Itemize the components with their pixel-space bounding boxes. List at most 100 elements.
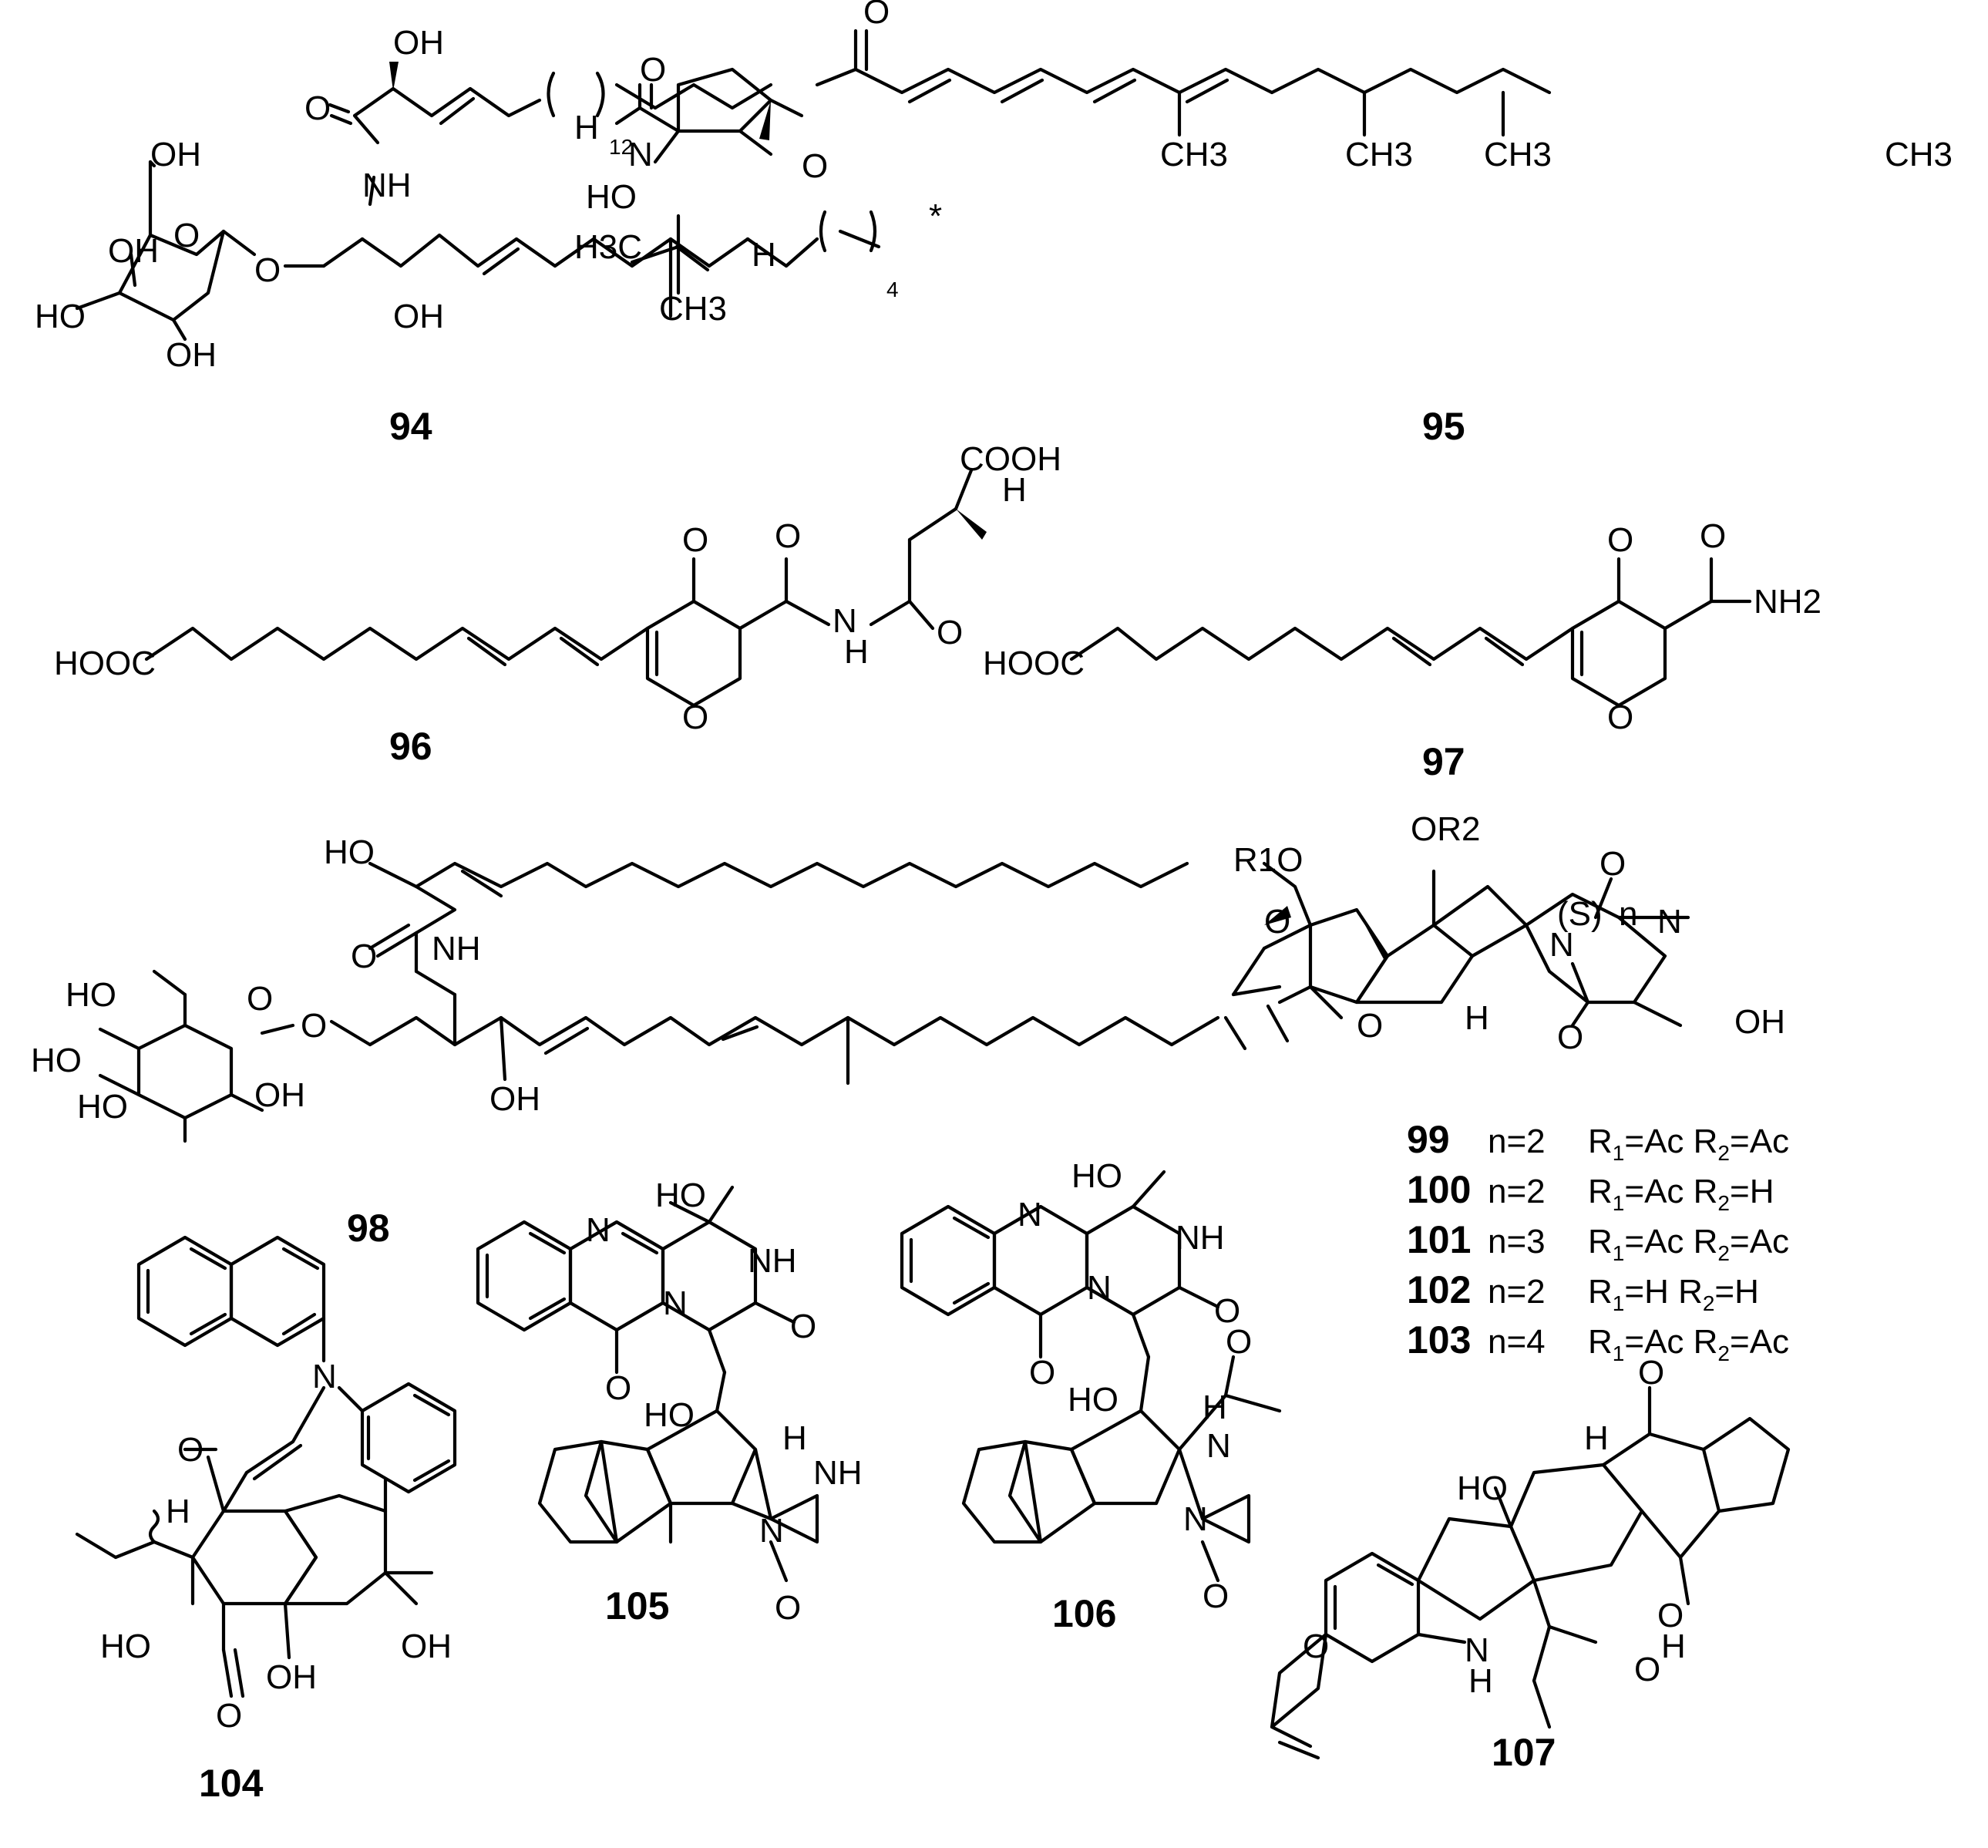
atom-label: H bbox=[1661, 1628, 1686, 1665]
atom-label: * bbox=[929, 197, 942, 235]
atom-label: H bbox=[1465, 999, 1489, 1037]
atom-label: O bbox=[177, 1431, 204, 1469]
atom-label: O bbox=[1029, 1354, 1055, 1392]
table-row: 101 n=3 R1=Ac R2=Ac bbox=[1407, 1218, 1789, 1265]
table-row: 103 n=4 R1=Ac R2=Ac bbox=[1407, 1318, 1789, 1365]
atom-label: CH3 bbox=[1484, 136, 1552, 173]
atom-label: H bbox=[1468, 1662, 1493, 1700]
atom-label: O bbox=[1700, 517, 1726, 555]
compound-label-95: 95 bbox=[1422, 405, 1465, 448]
table-r-values: R1=H R2=H bbox=[1588, 1273, 1759, 1315]
atom-label: HO bbox=[324, 833, 375, 871]
atom-label: O bbox=[775, 517, 801, 555]
atom-label: N bbox=[1087, 1269, 1112, 1307]
compound-label-98: 98 bbox=[347, 1207, 390, 1250]
atom-label: HOOC bbox=[54, 645, 156, 682]
structure-96: HOOC O O O H N O COOH H 96 bbox=[54, 440, 1061, 768]
atom-label: H bbox=[166, 1493, 190, 1530]
table-r-values: R1=Ac R2=Ac bbox=[1588, 1123, 1789, 1165]
repeat-count: 4 bbox=[886, 278, 899, 301]
table-row: 100 n=2 R1=Ac R2=H bbox=[1407, 1168, 1774, 1215]
atom-label: N bbox=[1465, 1631, 1489, 1669]
atom-label: OH bbox=[266, 1658, 317, 1696]
atom-label: HO bbox=[1071, 1157, 1122, 1195]
atom-label: N bbox=[586, 1211, 611, 1249]
table-compound-id: 102 bbox=[1407, 1268, 1471, 1311]
atom-label: HO bbox=[77, 1088, 128, 1126]
atom-label: H bbox=[1203, 1389, 1227, 1426]
atom-label: HOOC bbox=[983, 645, 1085, 682]
atom-label: R1O bbox=[1233, 841, 1303, 879]
atom-label: O bbox=[254, 251, 281, 289]
structure-99-103: R1O OR2 O N N (S) n O O H O OH bbox=[1223, 810, 1785, 1056]
atom-label: O bbox=[863, 0, 890, 31]
atom-label: OH bbox=[489, 1080, 540, 1118]
atom-label: O bbox=[802, 147, 828, 185]
structure-94: OH O NH O O OH OH HO OH OH 12 4 * 94 bbox=[35, 24, 942, 448]
atom-label: O bbox=[682, 698, 708, 736]
atom-label: O bbox=[1638, 1354, 1664, 1392]
table-row: 102 n=2 R1=H R2=H bbox=[1407, 1268, 1759, 1315]
compound-label-105: 105 bbox=[605, 1584, 669, 1628]
structure-106: HO N NH N O O O HO H N N O 106 bbox=[900, 1157, 1282, 1635]
atom-label: H bbox=[1584, 1419, 1609, 1457]
atom-label: H bbox=[844, 633, 869, 671]
structure-97: HOOC O O O NH2 97 bbox=[983, 517, 1821, 783]
atom-label: HO bbox=[31, 1042, 82, 1079]
atom-label: O bbox=[1607, 698, 1633, 736]
atom-label: N bbox=[1018, 1196, 1042, 1234]
table-compound-id: 103 bbox=[1407, 1318, 1471, 1362]
compound-label-97: 97 bbox=[1422, 740, 1465, 783]
atom-label: O bbox=[1226, 1323, 1252, 1361]
compound-label-94: 94 bbox=[389, 405, 432, 448]
atom-label: NH bbox=[748, 1242, 797, 1280]
atom-label: O bbox=[1634, 1651, 1660, 1688]
atom-label: O bbox=[1599, 845, 1626, 883]
atom-label: HO bbox=[655, 1176, 706, 1214]
atom-label: OH bbox=[108, 232, 159, 270]
atom-label: O bbox=[1203, 1577, 1229, 1615]
atom-label: OR2 bbox=[1411, 810, 1480, 848]
atom-label: CH3 bbox=[1345, 136, 1413, 173]
atom-label: H3C bbox=[574, 228, 642, 266]
atom-label: OH bbox=[1734, 1003, 1785, 1041]
atom-label: O bbox=[304, 89, 331, 127]
table-r-values: R1=Ac R2=H bbox=[1588, 1173, 1774, 1215]
atom-label: O bbox=[1214, 1292, 1240, 1330]
substituent-table: 99 n=2 R1=Ac R2=Ac 100 n=2 R1=Ac R2=H 10… bbox=[1407, 1118, 1789, 1365]
compound-label-107: 107 bbox=[1492, 1731, 1556, 1774]
table-r-values: R1=Ac R2=Ac bbox=[1588, 1223, 1789, 1265]
structure-98: HO O NH O O HO HO HO OH OH 98 bbox=[31, 833, 1220, 1250]
atom-label: O bbox=[1264, 903, 1290, 941]
atom-label: N bbox=[1657, 903, 1682, 941]
atom-label: HO bbox=[1068, 1381, 1118, 1419]
atom-label: NH bbox=[432, 930, 481, 968]
atom-label: NH bbox=[1176, 1219, 1225, 1257]
atom-label: CH3 bbox=[659, 290, 727, 328]
atom-label: O bbox=[605, 1369, 631, 1407]
atom-label: H bbox=[1002, 471, 1027, 509]
atom-label: O bbox=[937, 614, 963, 651]
atom-label: O bbox=[301, 1007, 327, 1045]
atom-label: N bbox=[312, 1358, 337, 1395]
atom-label: COOH bbox=[960, 440, 1061, 478]
atom-label: N bbox=[628, 136, 653, 173]
atom-label: CH3 bbox=[1160, 136, 1228, 173]
compound-label-96: 96 bbox=[389, 725, 432, 768]
atom-label: NH2 bbox=[1754, 583, 1821, 621]
atom-label: O bbox=[173, 217, 200, 254]
repeat-count: 12 bbox=[609, 135, 633, 159]
atom-label: N bbox=[759, 1512, 784, 1550]
atom-label: O bbox=[640, 51, 666, 89]
atom-label: OH bbox=[393, 24, 444, 62]
atom-label: H bbox=[782, 1419, 807, 1457]
atom-label: NH bbox=[362, 167, 412, 204]
atom-label: N bbox=[833, 602, 857, 640]
structure-105: HO N NH N O O HO H NH N O 105 bbox=[476, 1176, 863, 1628]
table-row: 99 n=2 R1=Ac R2=Ac bbox=[1407, 1118, 1789, 1165]
atom-label: O bbox=[1303, 1628, 1329, 1665]
table-compound-id: 101 bbox=[1407, 1218, 1471, 1261]
structure-95: O O H N HO O H H3C CH3 CH3 CH3 CH3 CH3 9… bbox=[574, 0, 1953, 448]
table-n-value: n=2 bbox=[1488, 1273, 1546, 1311]
atom-label: OH bbox=[393, 298, 444, 335]
